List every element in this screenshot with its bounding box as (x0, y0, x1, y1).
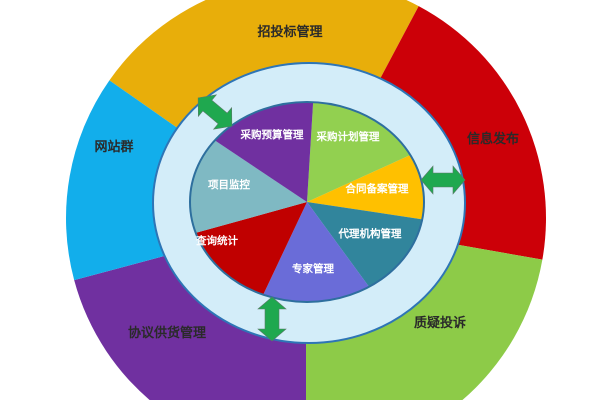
pie-slice (263, 202, 370, 302)
double-arrow-icon (197, 94, 233, 130)
outer-label-complaints: 质疑投诉 (414, 315, 466, 331)
outer-ring-labels: 招投标管理 信息发布 质疑投诉 协议供货管理 网站群 (94, 24, 519, 341)
outer-label-agreement-supply: 协议供货管理 (128, 325, 206, 341)
arrows (197, 94, 466, 342)
pie-label-procurement-plan: 采购计划管理 (316, 130, 380, 143)
pie-label-project-monitoring: 项目监控 (208, 178, 250, 191)
pie-slice (307, 202, 423, 287)
outer-label-info-release: 信息发布 (467, 131, 519, 147)
outer-label-bidding: 招投标管理 (257, 24, 322, 40)
double-arrow-icon (420, 165, 466, 195)
pie-label-query-statistics: 查询统计 (195, 234, 238, 247)
pie-slice (214, 102, 314, 202)
pie-label-agency-management: 代理机构管理 (338, 227, 402, 240)
pie-slice (307, 155, 424, 220)
inner-pie (189, 101, 425, 303)
pie-labels: 采购计划管理 合同备案管理 代理机构管理 专家管理 查询统计 项目监控 采购预算… (195, 128, 409, 275)
outer-label-website-group: 网站群 (94, 139, 133, 155)
pie-label-expert-management: 专家管理 (292, 262, 334, 275)
pie-label-contract-filing: 合同备案管理 (345, 182, 409, 195)
pie-label-procurement-budget: 采购预算管理 (240, 128, 304, 141)
pie-outline (189, 101, 425, 303)
double-arrow-icon (257, 296, 287, 342)
pie-slice (190, 140, 307, 233)
